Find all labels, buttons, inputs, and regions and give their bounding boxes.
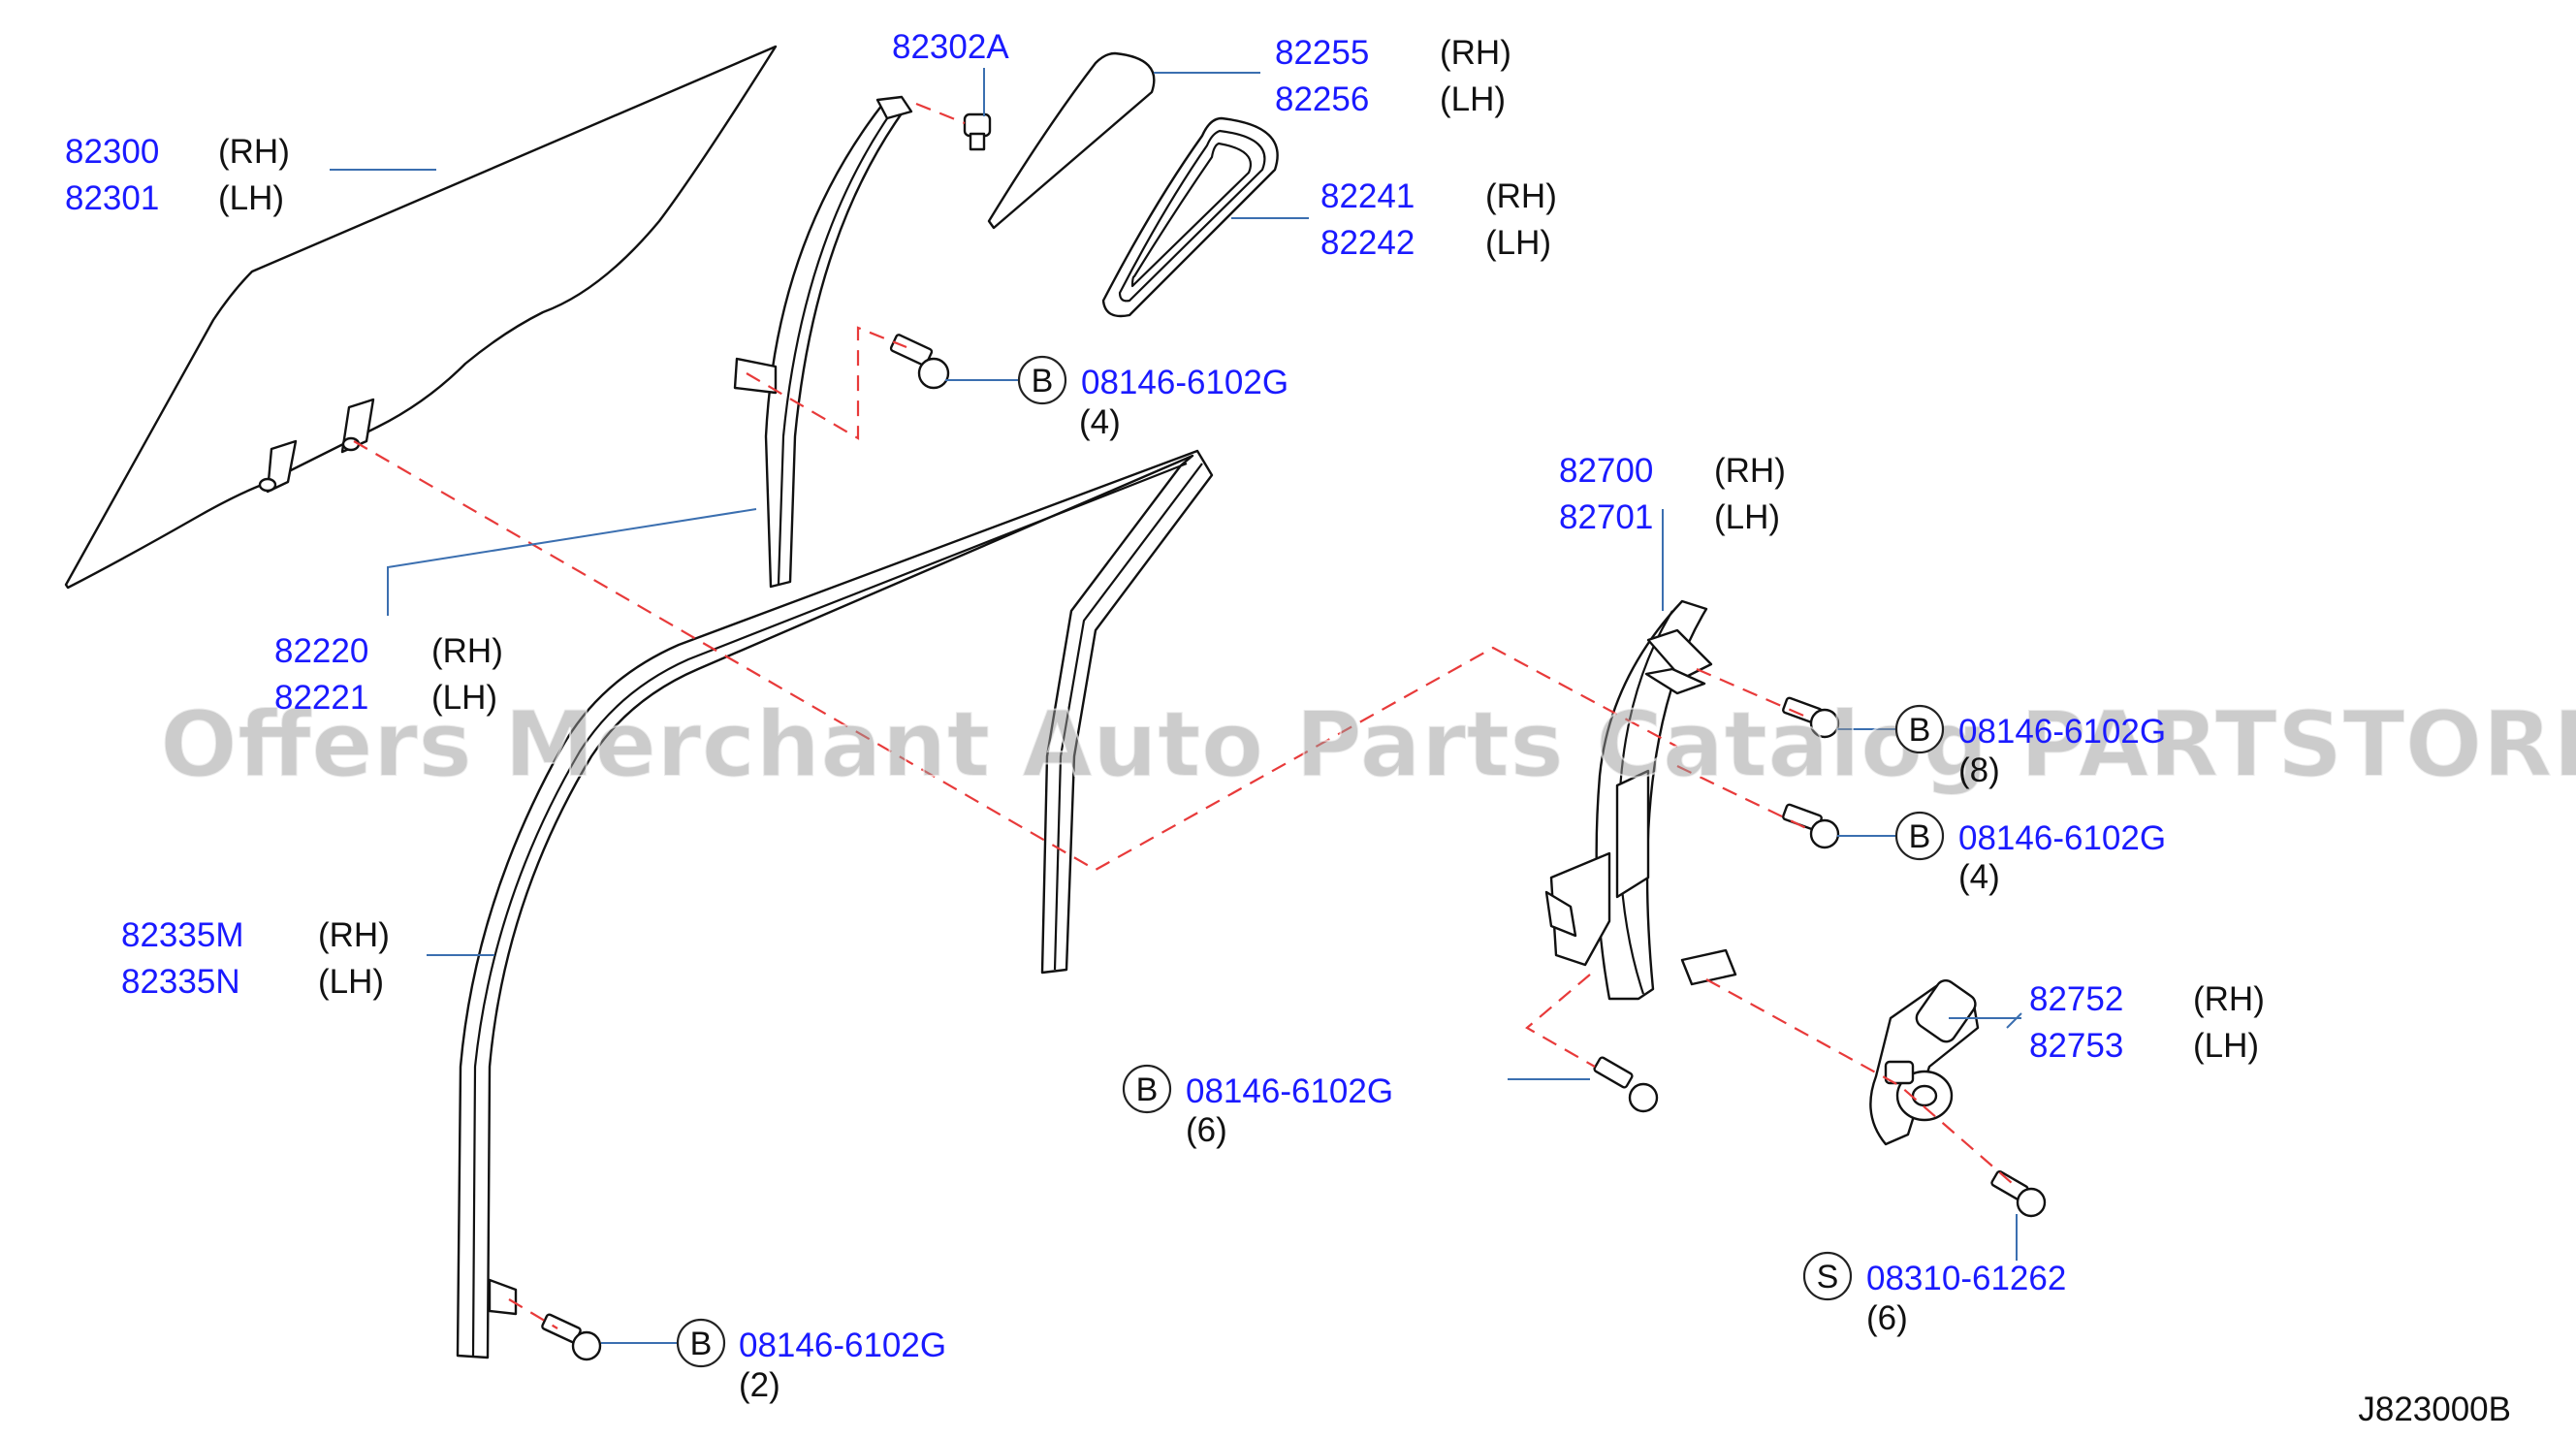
part-number[interactable]: 82221 — [274, 679, 368, 717]
side-label: (LH) — [218, 179, 284, 217]
callout-run-channel[interactable]: 82335M (RH) 82335N (LH) — [121, 916, 390, 1001]
reg-bolt-lower-part[interactable] — [1593, 1056, 1659, 1113]
reg-bolt-upper-part[interactable] — [1782, 696, 1840, 739]
part-number[interactable]: 08146-6102G — [1081, 364, 1288, 401]
quantity: (4) — [1079, 403, 1121, 441]
front-sash-part[interactable] — [733, 95, 913, 589]
part-number[interactable]: 82256 — [1275, 80, 1369, 118]
part-number[interactable]: 82241 — [1320, 177, 1415, 215]
part-number[interactable]: 82301 — [65, 179, 159, 217]
side-label: (LH) — [318, 963, 384, 1001]
part-number[interactable]: 82220 — [274, 632, 368, 670]
part-number[interactable]: 82753 — [2029, 1027, 2123, 1065]
side-label: (RH) — [318, 916, 390, 954]
quantity: (4) — [1958, 858, 2000, 896]
part-number[interactable]: 08146-6102G — [1186, 1072, 1393, 1110]
side-label: (LH) — [1440, 80, 1506, 118]
part-number[interactable]: 08146-6102G — [739, 1327, 946, 1364]
callout-sash[interactable]: 82220 (RH) 82221 (LH) — [274, 632, 503, 717]
callout-motor[interactable]: 82752 (RH) 82753 (LH) — [2029, 980, 2265, 1065]
partition-seal-part[interactable] — [1101, 116, 1279, 318]
side-label: (LH) — [1714, 498, 1780, 536]
callout-glass[interactable]: 82300 (RH) 82301 (LH) — [65, 133, 290, 217]
side-label: (LH) — [2193, 1027, 2259, 1065]
side-label: (RH) — [431, 632, 503, 670]
part-number[interactable]: 82700 — [1559, 452, 1653, 490]
part-number[interactable]: 82302A — [892, 28, 1009, 66]
fastener-symbol: B — [1909, 818, 1931, 855]
alignment-lines — [353, 102, 2013, 1329]
callout-sash-bolt[interactable]: B 08146-6102G (4) — [1017, 355, 1288, 441]
part-number[interactable]: 08146-6102G — [1958, 819, 2166, 857]
fastener-symbol: B — [1136, 1071, 1159, 1108]
watermark: Offers Merchant Auto Parts Catalog PARTS… — [160, 692, 2576, 798]
callout-reg-bolt-mid[interactable]: B 08146-6102G (4) — [1894, 811, 2166, 896]
callout-regulator[interactable]: 82700 (RH) 82701 (LH) — [1559, 452, 1786, 536]
part-number[interactable]: 82335N — [121, 963, 240, 1001]
diagram-reference: J823000B — [2358, 1391, 2511, 1428]
fastener-symbol: B — [1909, 712, 1931, 749]
quantity: (6) — [1866, 1299, 1908, 1337]
regulator-motor-part[interactable] — [1869, 976, 1980, 1146]
fastener-symbol: B — [690, 1326, 713, 1362]
side-label: (RH) — [1440, 34, 1511, 72]
part-number[interactable]: 08146-6102G — [1958, 713, 2166, 751]
quantity: (8) — [1958, 751, 2000, 789]
door-glass-part[interactable] — [64, 45, 778, 590]
callout-reg-bolt-lower[interactable]: B 08146-6102G (6) — [1122, 1064, 1393, 1149]
part-number[interactable]: 82300 — [65, 133, 159, 171]
side-label: (LH) — [1485, 224, 1551, 262]
leader-lines — [330, 68, 2022, 1344]
window-regulator-part[interactable] — [1544, 599, 1737, 1001]
sash-bolt-part[interactable] — [889, 334, 950, 390]
part-number[interactable]: 82335M — [121, 916, 243, 954]
side-label: (RH) — [1485, 177, 1557, 215]
motor-screw-part[interactable] — [1990, 1169, 2047, 1218]
callout-channel-bolt[interactable]: B 08146-6102G (2) — [676, 1318, 946, 1404]
callout-partition-glass[interactable]: 82255 (RH) 82256 (LH) — [1275, 34, 1511, 118]
part-number[interactable]: 82242 — [1320, 224, 1415, 262]
side-label: (LH) — [431, 679, 497, 717]
part-number[interactable]: 82255 — [1275, 34, 1369, 72]
channel-bolt-part[interactable] — [541, 1313, 602, 1361]
clip-part[interactable] — [963, 112, 992, 151]
reg-bolt-mid-part[interactable] — [1782, 803, 1840, 849]
glass-run-channel-part[interactable] — [456, 449, 1214, 1359]
side-label: (RH) — [2193, 980, 2265, 1018]
side-label: (RH) — [218, 133, 290, 171]
callout-clip[interactable]: 82302A — [892, 28, 1009, 66]
callout-reg-bolt-upper[interactable]: B 08146-6102G (8) — [1894, 704, 2166, 789]
side-label: (RH) — [1714, 452, 1786, 490]
part-number[interactable]: 82701 — [1559, 498, 1653, 536]
part-number[interactable]: 08310-61262 — [1866, 1260, 2066, 1297]
quantity: (6) — [1186, 1111, 1227, 1149]
fastener-symbol: B — [1032, 363, 1054, 400]
part-number[interactable]: 82752 — [2029, 980, 2123, 1018]
quantity: (2) — [739, 1366, 780, 1404]
fastener-symbol: S — [1817, 1259, 1839, 1295]
callout-motor-screw[interactable]: S 08310-61262 (6) — [1802, 1251, 2066, 1337]
partition-glass-part[interactable] — [987, 51, 1156, 230]
callout-partition-seal[interactable]: 82241 (RH) 82242 (LH) — [1320, 177, 1557, 262]
